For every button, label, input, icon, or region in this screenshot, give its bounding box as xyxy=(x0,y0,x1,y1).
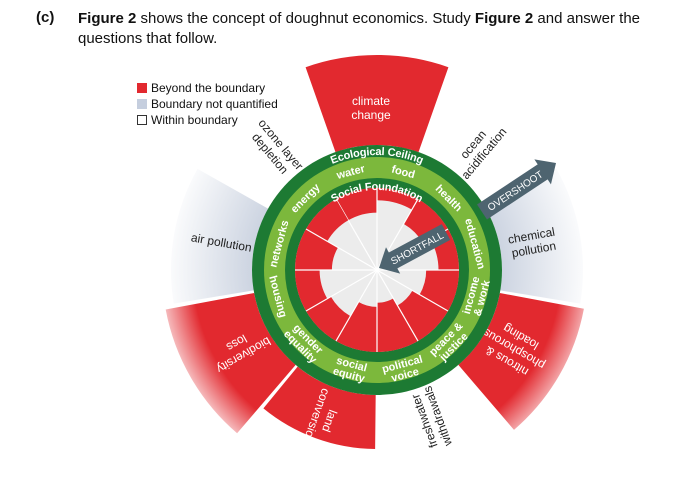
spoke xyxy=(305,228,378,271)
spoke xyxy=(335,269,378,342)
spoke xyxy=(376,269,449,312)
boundary-label: oceanacidification xyxy=(448,116,510,182)
boundary-label-line: change xyxy=(351,108,391,122)
question-text-part: shows the concept of doughnut economics.… xyxy=(136,10,475,27)
shortfall-wedge xyxy=(305,296,351,342)
boundary-wedge-air-pollution xyxy=(170,168,269,304)
boundary-wedge-biodiversity-loss xyxy=(165,292,296,434)
shortfall-wedge xyxy=(305,198,349,242)
figure-ref: Figure 2 xyxy=(78,10,137,27)
legend-item-beyond: Beyond the boundary xyxy=(137,80,278,96)
legend-swatch xyxy=(137,99,147,109)
legend-item-within: Within boundary xyxy=(137,112,278,128)
legend-swatch xyxy=(137,83,147,93)
spoke xyxy=(305,269,378,312)
shortfall-arrow-shape xyxy=(378,224,451,274)
legend-label: Beyond the boundary xyxy=(151,81,266,95)
question-text: Figure 2 shows the concept of doughnut e… xyxy=(78,9,658,49)
legend-label: Boundary not quantified xyxy=(151,97,278,111)
legend-item-not-quantified: Boundary not quantified xyxy=(137,96,278,112)
legend: Beyond the boundary Boundary not quantif… xyxy=(137,80,278,128)
shortfall-wedge xyxy=(336,188,377,221)
boundary-label: freshwaterwithdrawals xyxy=(407,384,455,453)
legend-label: Within boundary xyxy=(151,113,238,127)
question-number: (c) xyxy=(36,9,55,26)
spoke xyxy=(335,198,378,271)
shortfall-wedge xyxy=(377,188,418,210)
boundary-wedge-land-conversion xyxy=(263,366,376,449)
boundary-label-line: climate xyxy=(352,94,390,108)
figure-ref: Figure 2 xyxy=(474,10,534,27)
boundary-wedge-nitrous-phosphorous-loading xyxy=(458,292,584,430)
shortfall-wedge xyxy=(295,270,328,311)
shortfall-wedge xyxy=(419,270,459,311)
question-text-part: and answer the questions that follow. xyxy=(78,10,641,47)
overshoot-arrow-shape xyxy=(477,159,557,220)
shortfall-wedge xyxy=(336,301,377,352)
legend-swatch xyxy=(137,115,147,125)
shortfall-wedge xyxy=(377,298,418,352)
social-foundation-label: food xyxy=(390,164,416,182)
social-label-line: food xyxy=(390,164,416,182)
shortfall-wedge xyxy=(295,229,338,270)
spoke xyxy=(376,269,419,342)
boundary-wedge-climate-change xyxy=(305,55,449,153)
shortfall-wedge xyxy=(397,290,449,342)
